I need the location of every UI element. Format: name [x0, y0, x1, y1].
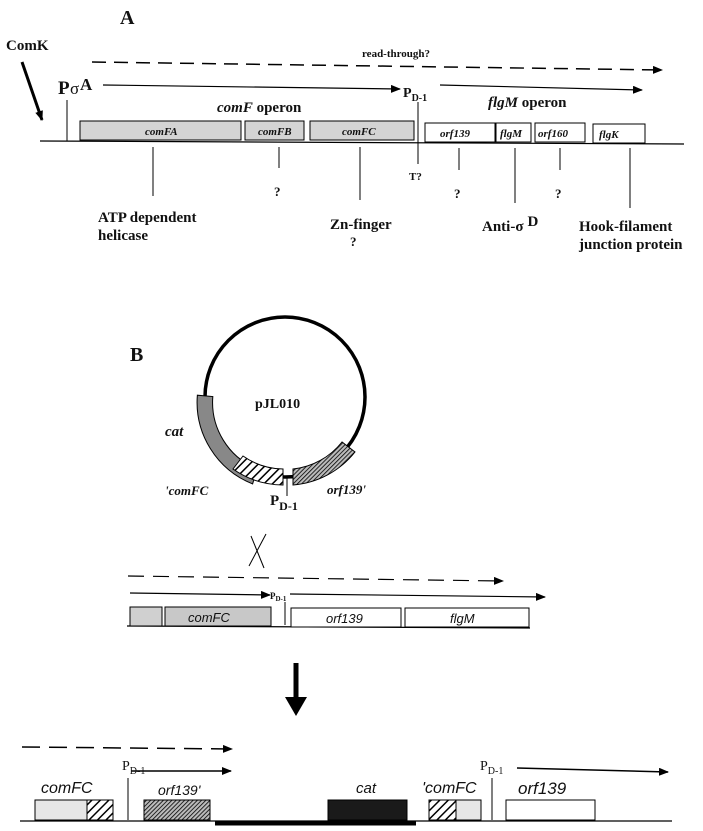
- zn-finger-label: Zn-finger: [330, 217, 392, 233]
- svg-text:comFB: comFB: [258, 126, 292, 138]
- atp-helicase-line2: helicase: [98, 228, 148, 244]
- comk-label: ComK: [6, 38, 49, 54]
- svg-text:comFC: comFC: [41, 780, 93, 797]
- panel-b-letter: B: [130, 344, 143, 366]
- result-pd1-arrow-2: [516, 767, 669, 776]
- gene-comfa: comFA: [79, 120, 242, 141]
- promoter-sigma-a: P σ A: [58, 75, 93, 99]
- plasmid-comfc-label: 'comFC: [165, 483, 209, 498]
- svg-text:orf139: orf139: [440, 128, 470, 140]
- gene-orf139: orf139: [424, 122, 496, 143]
- result-comfc-fragment: 'comFC: [422, 780, 482, 821]
- promoter-a: A: [80, 75, 93, 94]
- panel-b: B pJL010 cat 'comFC orf139' PD-1 PD-1 co…: [20, 315, 672, 826]
- comf-transcript-arrow: [102, 84, 401, 93]
- chromosome-gene-flgm: flgM: [404, 607, 530, 628]
- svg-text:flgM: flgM: [450, 611, 475, 626]
- promoter-p: P: [58, 78, 70, 99]
- svg-text:flgK: flgK: [599, 129, 619, 141]
- result-orf139: orf139: [505, 779, 596, 821]
- chromosome-comfc-prefix: [129, 606, 163, 627]
- svg-text:cat: cat: [356, 780, 377, 797]
- svg-text:comFC: comFC: [342, 126, 376, 138]
- plasmid-pd1-label: PD-1: [270, 493, 298, 513]
- atp-helicase-line1: ATP dependent: [98, 210, 197, 226]
- chromosome-comf-arrow: [129, 590, 271, 599]
- zn-finger-question: ?: [350, 234, 357, 249]
- gene-orf160: orf160: [534, 122, 586, 143]
- plasmid-orf139-label: orf139': [327, 482, 366, 497]
- orf160-question: ?: [555, 186, 562, 201]
- plasmid-label: pJL010: [255, 397, 300, 412]
- svg-text:orf139: orf139: [518, 779, 567, 798]
- promoter-d1-label: PD-1: [403, 86, 427, 104]
- result-cat: cat: [327, 780, 408, 821]
- flgm-transcript-arrow: [439, 84, 643, 94]
- integration-arrow-head: [285, 697, 307, 716]
- gene-flgm: flgM: [495, 122, 532, 143]
- comfb-question: ?: [274, 184, 281, 199]
- gene-comfb: comFB: [244, 120, 305, 141]
- svg-text:orf160: orf160: [538, 128, 568, 140]
- svg-text:orf139': orf139': [158, 782, 202, 798]
- svg-text:orf139: orf139: [326, 611, 363, 626]
- read-through-arrow: [91, 61, 663, 74]
- svg-text:flgM: flgM: [500, 128, 523, 140]
- panel-a: A ComK read-through? P σ A comF operon P…: [6, 7, 685, 253]
- panel-a-letter: A: [120, 7, 135, 29]
- comk-arrow: [20, 61, 44, 121]
- plasmid-cat-label: cat: [165, 424, 184, 440]
- result-comfc: comFC: [34, 780, 114, 821]
- plasmid-comfc-fragment: [232, 455, 284, 486]
- crossover-line-2: [248, 533, 267, 567]
- chromosome-baseline-a: [39, 140, 685, 145]
- result-pd1-label-1: PD-1: [122, 759, 145, 777]
- gene-flgk: flgK: [592, 123, 646, 144]
- chromosome-gene-orf139: orf139: [290, 607, 402, 628]
- result-readthrough-arrow: [21, 744, 233, 753]
- chromosome-flgm-arrow: [289, 592, 546, 601]
- hook-filament-line1: Hook-filament: [579, 219, 672, 235]
- chromosome-gene-comfc: comFC: [164, 606, 272, 627]
- result-orf139-fragment: orf139': [143, 782, 211, 821]
- orf139-question: ?: [454, 186, 461, 201]
- hook-filament-line2: junction protein: [578, 237, 683, 253]
- svg-text:comFA: comFA: [145, 126, 178, 138]
- chromosome-readthrough-arrow: [127, 575, 504, 585]
- flgm-operon-label: flgM operon: [488, 95, 567, 111]
- result-pd1-label-2: PD-1: [480, 759, 503, 777]
- terminator-label: T?: [409, 171, 422, 183]
- promoter-sigma: σ: [70, 79, 79, 98]
- crossover-line-1: [250, 535, 265, 569]
- read-through-label: read-through?: [362, 48, 430, 60]
- plasmid-orf139-fragment: [292, 441, 356, 486]
- svg-text:'comFC: 'comFC: [422, 780, 477, 797]
- chromosome-pd1-label: PD-1: [270, 591, 287, 603]
- svg-text:comFC: comFC: [188, 610, 231, 625]
- gene-comfc: comFC: [309, 120, 415, 141]
- comf-operon-label: comF operon: [217, 100, 302, 116]
